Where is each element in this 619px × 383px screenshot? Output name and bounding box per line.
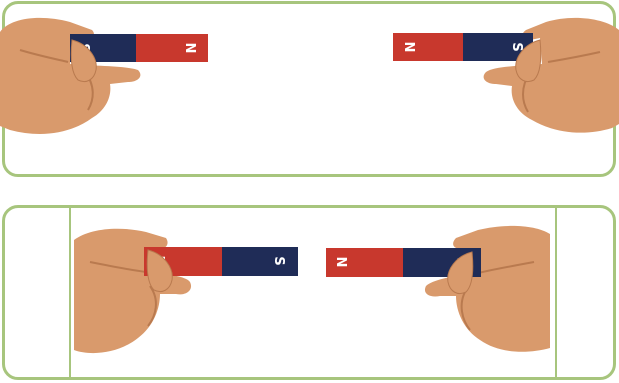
bottom-right-magnet-n-label: N: [333, 257, 348, 268]
bottom-right-hand: [425, 226, 550, 352]
top-right-magnet-s-label: S: [509, 42, 524, 51]
top-right-magnet: N S: [393, 33, 533, 61]
top-right-magnet-n-label: N: [401, 42, 416, 53]
bottom-right-hand-palm: [425, 226, 550, 352]
bottom-left-magnet-s-label: S: [271, 256, 286, 265]
top-left-magnet-n-label: N: [182, 43, 197, 54]
